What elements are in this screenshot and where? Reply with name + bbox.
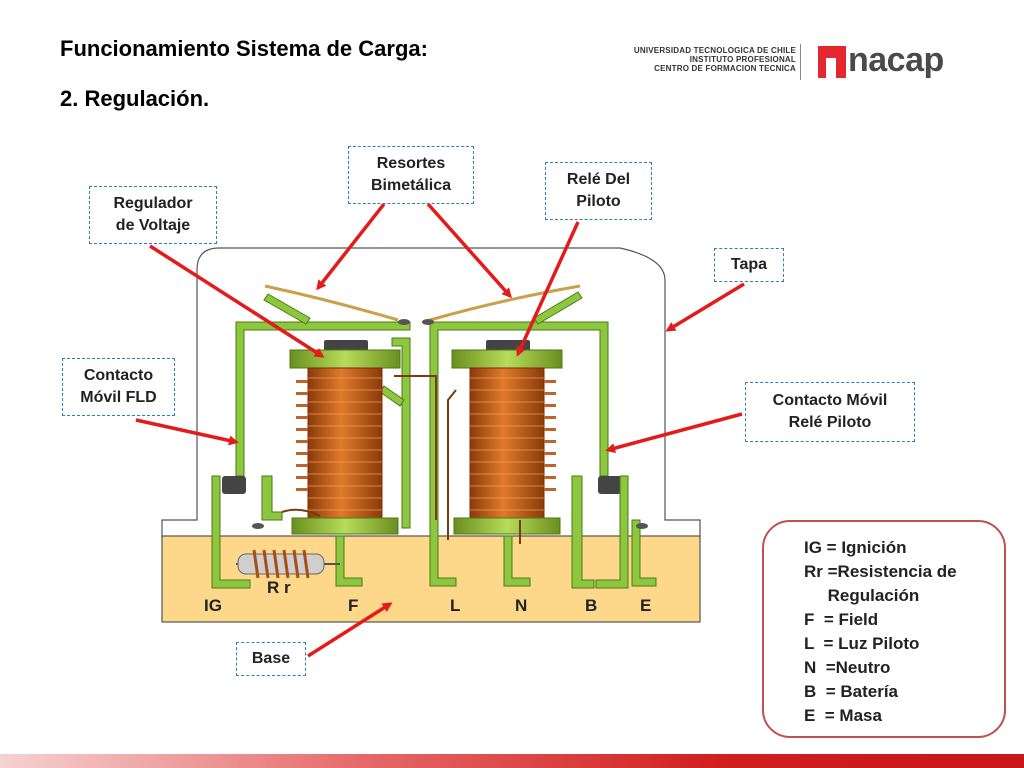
pin-label-b: B <box>585 596 598 615</box>
right-coil-cap <box>451 349 563 369</box>
left-contact-strip <box>211 475 251 589</box>
logo-line-1: UNIVERSIDAD TECNOLOGICA DE CHILE <box>633 46 796 55</box>
callout-tapa: Tapa <box>714 248 784 282</box>
right-frame <box>429 321 609 587</box>
left-inner-bracket <box>391 337 411 529</box>
arrow-resortes-right <box>426 202 512 299</box>
right-coil <box>469 367 545 519</box>
screws <box>252 319 648 529</box>
right-coil-fins <box>544 380 556 491</box>
callout-base: Base <box>236 642 306 676</box>
legend-item: E = Masa <box>804 706 882 725</box>
right-frame-arm <box>533 291 583 325</box>
resistor-label: R r <box>267 578 291 597</box>
legend-item: F = Field <box>804 610 879 629</box>
arrow-tapa <box>665 282 745 332</box>
contact-block-right <box>598 476 622 494</box>
wires <box>281 375 521 544</box>
right-contact-strip <box>595 475 629 589</box>
left-frame-arm <box>263 293 311 325</box>
e-terminal <box>631 519 657 587</box>
right-n-terminal <box>503 535 531 587</box>
left-core-top <box>324 340 368 352</box>
left-coil-windings <box>308 377 382 511</box>
left-frame <box>235 321 411 477</box>
legend-item: Rr =Resistencia de <box>804 562 957 581</box>
arrow-regulador <box>149 244 325 358</box>
pin-label-ig: IG <box>204 596 222 615</box>
left-f-terminal <box>335 535 363 587</box>
legend-item: B = Batería <box>804 682 899 701</box>
logo-separator <box>800 44 801 80</box>
left-coil-fins <box>296 380 308 491</box>
callout-contacto-fld: Contacto Móvil FLD <box>62 358 175 416</box>
contact-block-left <box>222 476 246 494</box>
callout-resortes-bimetalica: Resortes Bimetálica <box>348 146 474 204</box>
resistor-rr <box>237 553 325 575</box>
logo-line-3: CENTRO DE FORMACION TECNICA <box>654 64 796 73</box>
arrow-resortes-left <box>316 202 386 291</box>
right-coil-base <box>453 517 561 535</box>
pin-label-n: N <box>515 596 528 615</box>
legend-list: IG = Ignición Rr =Resistencia de Regulac… <box>804 536 957 728</box>
right-coil-windings <box>470 377 544 511</box>
pointer-arrows <box>135 202 745 658</box>
legend-item: IG = Ignición <box>804 538 907 557</box>
arrow-movil <box>605 412 743 454</box>
pin-label-l: L <box>450 596 461 615</box>
callout-rele-piloto: Relé Del Piloto <box>545 162 652 220</box>
left-coil <box>307 367 383 519</box>
left-coil-cap <box>289 349 401 369</box>
pin-label-f: F <box>348 596 359 615</box>
right-b-terminal <box>571 475 595 589</box>
arrow-fld <box>135 418 239 446</box>
legend-item: L = Luz Piloto <box>804 634 920 653</box>
page-subtitle: 2. Regulación. <box>60 86 210 111</box>
legend-box: IG = Ignición Rr =Resistencia de Regulac… <box>762 520 1006 738</box>
bimetal-spring-left <box>264 284 399 322</box>
logo-line-2: INSTITUTO PROFESIONAL <box>689 55 796 64</box>
legend-item: Regulación <box>804 586 920 605</box>
callout-contacto-movil: Contacto Móvil Relé Piloto <box>745 382 915 442</box>
arrow-rele <box>516 221 580 357</box>
resistor-windings <box>252 549 310 579</box>
page-title: Funcionamiento Sistema de Carga: <box>60 36 428 61</box>
inacap-logo-cut <box>826 58 836 78</box>
pin-label-e: E <box>640 596 652 615</box>
bimetal-spring-right <box>429 284 581 322</box>
arrow-base <box>307 602 393 658</box>
footer-accent-bar <box>0 754 1024 768</box>
logo-brand: nacap <box>848 41 944 79</box>
legend-item: N =Neutro <box>804 658 891 677</box>
left-coil-base <box>291 517 399 535</box>
callout-regulador-voltaje: Regulador de Voltaje <box>89 186 217 244</box>
